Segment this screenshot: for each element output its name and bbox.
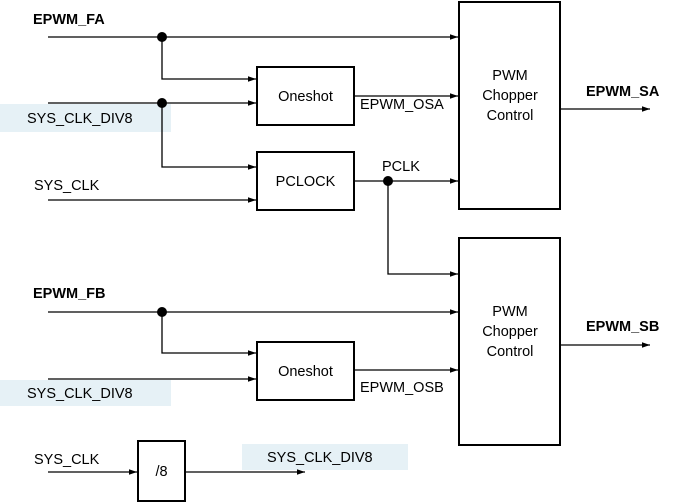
junction-dot bbox=[157, 307, 167, 317]
chopper-b-label-line3: Control bbox=[487, 344, 534, 360]
epwm-sa-label: EPWM_SA bbox=[586, 84, 660, 100]
divider-block bbox=[137, 440, 186, 502]
pclock-label: PCLOCK bbox=[276, 174, 336, 190]
junction-dot bbox=[157, 32, 167, 42]
pclk-label: PCLK bbox=[382, 159, 420, 175]
chopper-a-label-line2: Chopper bbox=[482, 88, 538, 104]
pwm-chopper-a-block bbox=[458, 1, 561, 210]
oneshot-b-label: Oneshot bbox=[278, 364, 333, 380]
sys-clk-div8-a-label: SYS_CLK_DIV8 bbox=[27, 111, 133, 127]
oneshot-a-label: Oneshot bbox=[278, 89, 333, 105]
sys-clk-div8-b-highlight bbox=[0, 380, 171, 406]
chopper-a-label-line3: Control bbox=[487, 108, 534, 124]
oneshot-a-block bbox=[256, 66, 355, 126]
junction-dot bbox=[383, 176, 393, 186]
sys-clk-div8-to-pclock-wire bbox=[161, 103, 256, 170]
epwm-fb-to-oneshot-wire bbox=[161, 312, 256, 356]
sys-clk-div8-a-highlight bbox=[0, 104, 171, 132]
epwm-sb-label: EPWM_SB bbox=[586, 319, 659, 335]
sys-clk-div8-out-highlight bbox=[242, 444, 408, 470]
oneshot-b-block bbox=[256, 341, 355, 401]
epwm-fb-label: EPWM_FB bbox=[33, 286, 106, 302]
sys-clk-div8-out-label: SYS_CLK_DIV8 bbox=[267, 450, 373, 466]
epwm-osa-label: EPWM_OSA bbox=[360, 97, 444, 113]
sys-clk-b-label: SYS_CLK bbox=[34, 452, 100, 468]
junction-dot bbox=[157, 98, 167, 108]
sys-clk-a-label: SYS_CLK bbox=[34, 178, 100, 194]
chopper-b-label-line1: PWM bbox=[492, 304, 527, 320]
epwm-osb-label: EPWM_OSB bbox=[360, 380, 444, 396]
chopper-b-label-line2: Chopper bbox=[482, 324, 538, 340]
sys-clk-div8-b-label: SYS_CLK_DIV8 bbox=[27, 386, 133, 402]
epwm-fa-to-oneshot-wire bbox=[161, 37, 256, 82]
pwm-chopper-b-block bbox=[458, 237, 561, 446]
pclock-block bbox=[256, 151, 355, 211]
pclk-to-chopper-b-wire bbox=[387, 181, 458, 277]
chopper-a-label-line1: PWM bbox=[492, 68, 527, 84]
divider-label: /8 bbox=[155, 464, 167, 480]
epwm-fa-label: EPWM_FA bbox=[33, 12, 105, 28]
